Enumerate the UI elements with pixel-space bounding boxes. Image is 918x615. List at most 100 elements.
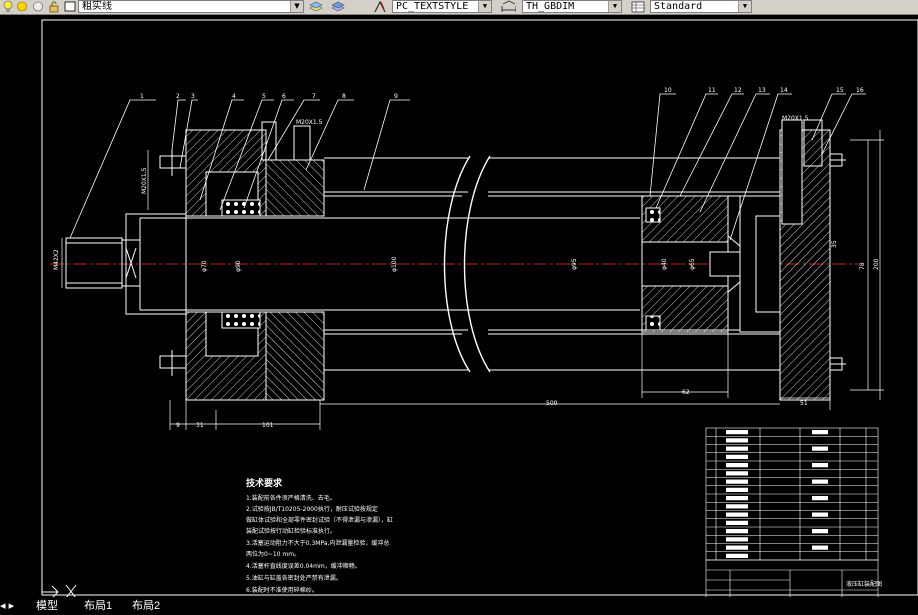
dim-text: 9 — [176, 422, 180, 429]
break-line — [443, 155, 491, 373]
tech-note: 5.油缸与缸盖各密封处严禁有泄漏。 — [246, 574, 342, 582]
rod-thread-end — [65, 237, 141, 289]
part-number: 5 — [262, 93, 266, 100]
parts-row-name — [726, 487, 748, 492]
parts-row-name — [726, 545, 748, 550]
tab-model[interactable]: 模型 — [36, 600, 58, 612]
sun-icon[interactable] — [14, 0, 30, 13]
part-number: 6 — [282, 93, 286, 100]
dim-text: M20X1.5 — [782, 115, 809, 122]
tab-layout2[interactable]: 布局2 — [132, 600, 161, 612]
part-number-labels: 1 2 3 4 5 6 7 8 9 10 11 12 13 14 15 16 — [140, 87, 864, 100]
drawing-canvas[interactable]: 1 2 3 4 5 6 7 8 9 10 11 12 13 14 15 16 M… — [0, 15, 918, 609]
tech-note: 两位为0~10 mm。 — [246, 550, 300, 558]
tab-nav-arrows[interactable]: ◂ ▸ — [0, 600, 15, 612]
parts-row-material — [812, 545, 828, 550]
tech-note: 6.装配时不准使用碎棉纱。 — [246, 586, 318, 594]
dim-text: 101 — [262, 422, 274, 429]
drawing-frame — [41, 19, 918, 596]
part-number: 13 — [758, 87, 766, 94]
tech-note: 2.试验按JB/T10205-2000执行，耐压试验按规定 — [246, 505, 378, 513]
parts-row-name — [726, 537, 748, 542]
ucs-icon — [41, 582, 77, 599]
tech-title: 技术要求 — [246, 477, 283, 489]
parts-row-name — [726, 463, 748, 468]
parts-row-material — [812, 496, 828, 501]
dim-text: 78 — [859, 262, 866, 270]
dim-text: 500 — [546, 400, 558, 407]
part-number: 15 — [836, 87, 844, 94]
left-bolt — [159, 150, 187, 376]
part-number: 11 — [708, 87, 716, 94]
part-number: 10 — [664, 87, 672, 94]
parts-row-material — [812, 430, 828, 435]
parts-row-name — [726, 504, 748, 509]
properties-toolbar: 粗实线 ▼ PC_TEXTSTYLE ▼ TH_GBDIM ▼ Standard… — [0, 0, 918, 15]
table-style-value: Standard — [654, 1, 703, 12]
parts-row-material — [812, 446, 828, 451]
table-style-dropdown[interactable]: Standard ▼ — [650, 0, 752, 13]
layer-name: 粗实线 — [82, 1, 112, 12]
front-cover — [185, 121, 325, 401]
dim-text: M20X1.5 — [141, 167, 148, 194]
part-number: 4 — [232, 93, 236, 100]
dim-text: φ70 — [201, 260, 208, 272]
part-leaders — [69, 93, 866, 241]
dim-text: φ40 — [661, 258, 668, 270]
parts-row-name — [726, 553, 748, 558]
part-number: 8 — [342, 93, 346, 100]
parts-row-name — [726, 529, 748, 534]
dim-style-value: TH_GBDIM — [526, 1, 575, 12]
layer-previous-icon[interactable] — [330, 0, 346, 13]
part-number: 3 — [191, 93, 195, 100]
parts-row-name — [726, 471, 748, 476]
parts-row-name — [726, 479, 748, 484]
piston — [641, 195, 743, 333]
layer-dropdown[interactable]: 粗实线 ▼ — [78, 0, 304, 13]
dim-text: φ95 — [571, 258, 578, 270]
chevron-down-icon[interactable]: ▼ — [608, 1, 621, 12]
dim-style-icon[interactable] — [500, 0, 516, 13]
parts-row-material — [812, 479, 828, 484]
rod-guide — [125, 213, 187, 315]
rear-cover — [739, 119, 846, 401]
text-style-dropdown[interactable]: PC_TEXTSTYLE ▼ — [392, 0, 492, 13]
part-number: 12 — [734, 87, 742, 94]
dim-text: φ65 — [689, 258, 696, 270]
dim-text: M20X1.5 — [296, 119, 323, 126]
color-swatch-icon[interactable] — [62, 0, 78, 13]
title-block-text: 液压缸装配图 A4 — [846, 580, 882, 606]
part-number: 1 — [140, 93, 144, 100]
lightbulb-icon[interactable] — [0, 0, 16, 13]
part-number: 14 — [780, 87, 788, 94]
dim-text: 35 — [831, 240, 838, 248]
chevron-down-icon[interactable]: ▼ — [738, 1, 751, 12]
dim-style-dropdown[interactable]: TH_GBDIM ▼ — [522, 0, 622, 13]
dim-text: 31 — [196, 422, 204, 429]
tech-note: 1.装配前各件须严格清洗、去毛。 — [246, 494, 336, 502]
dim-text: 62 — [682, 389, 690, 396]
parts-row-name — [726, 520, 748, 525]
parts-row-material — [812, 529, 828, 534]
chevron-down-icon[interactable]: ▼ — [290, 1, 303, 12]
dim-text: M42X2 — [53, 249, 60, 270]
dimension-labels: M42X2 M20X1.5 M20X1.5 M20X1.5 φ70 φ90 φ1… — [53, 115, 880, 429]
lock-icon[interactable] — [46, 0, 62, 13]
freeze-icon[interactable] — [30, 0, 46, 13]
technical-requirements: 技术要求 1.装配前各件须严格清洗、去毛。 2.试验按JB/T10205-200… — [246, 477, 393, 594]
text-style-value: PC_TEXTSTYLE — [396, 1, 469, 12]
piston-rod — [139, 217, 640, 311]
parts-row-name — [726, 454, 748, 459]
dim-text: φ100 — [391, 256, 398, 272]
tech-note: 3.活塞运动阻力不大于0.3MPa,内泄漏量检验，缓冲总 — [246, 539, 389, 547]
tab-layout1[interactable]: 布局1 — [84, 600, 113, 612]
parts-row-name — [726, 438, 748, 443]
tech-note: 做缸体试验和全部零件密封试验（不得泄漏与渗漏），缸 — [246, 516, 393, 524]
layer-manager-icon[interactable] — [308, 0, 324, 13]
dim-text: 51 — [800, 400, 808, 407]
table-style-icon[interactable] — [630, 0, 646, 13]
text-style-icon[interactable] — [372, 0, 388, 13]
chevron-down-icon[interactable]: ▼ — [478, 1, 491, 12]
tech-note: 装配试验按行动缸检验标准执行。 — [246, 527, 336, 535]
tech-note: 4.活塞杆直线度误差0.04mm，缓冲顺畅。 — [246, 562, 361, 570]
